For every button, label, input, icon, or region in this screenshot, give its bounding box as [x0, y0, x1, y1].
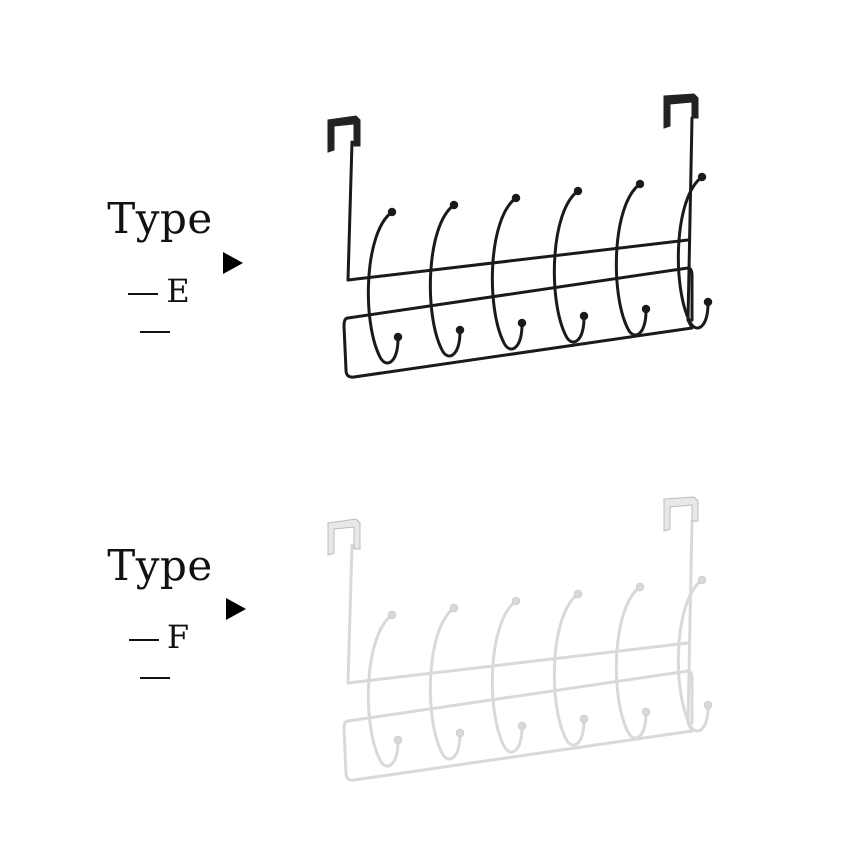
dash-left: [128, 638, 159, 641]
type-letter-label: F: [98, 618, 212, 694]
door-hook-rack-black: [327, 93, 713, 379]
lower-frame: [342, 719, 694, 782]
arrow-right-icon: [223, 252, 243, 274]
hook: [366, 207, 403, 365]
middle-rail: [346, 266, 690, 320]
type-letter: E: [166, 272, 190, 310]
right-frame-edge: [686, 266, 694, 322]
hook: [366, 610, 403, 768]
type-letter-label: E: [98, 272, 212, 348]
door-hook-rack-white: [327, 496, 713, 782]
dash-left: [128, 292, 159, 295]
hook: [552, 186, 589, 344]
hook: [614, 582, 651, 740]
right-hanger-wire: [686, 116, 694, 322]
lower-frame: [342, 316, 694, 379]
hook: [490, 193, 527, 351]
left-hanger-wire: [346, 543, 354, 685]
type-word: Type: [107, 194, 213, 243]
arrow-right-icon: [226, 598, 246, 620]
hook: [428, 603, 465, 761]
section-type-f: Type F: [0, 423, 846, 846]
upper-rail: [346, 238, 690, 282]
upper-rail: [346, 641, 690, 685]
section-type-e: Type E: [98, 93, 713, 379]
type-word: Type: [107, 541, 213, 590]
hook: [552, 589, 589, 747]
door-bracket-right: [663, 496, 699, 532]
door-bracket-left: [327, 518, 361, 556]
door-bracket-left: [327, 115, 361, 153]
hook: [676, 575, 713, 733]
type-letter: F: [166, 618, 190, 656]
right-hanger-wire: [686, 519, 694, 725]
hook: [428, 200, 465, 358]
hook: [614, 179, 651, 337]
left-hanger-wire: [346, 140, 354, 282]
hook: [490, 596, 527, 754]
right-frame-edge: [686, 669, 694, 725]
dash-right: [140, 330, 170, 333]
hook: [676, 172, 713, 330]
dash-right: [140, 676, 170, 679]
middle-rail: [346, 669, 690, 723]
door-bracket-right: [663, 93, 699, 129]
